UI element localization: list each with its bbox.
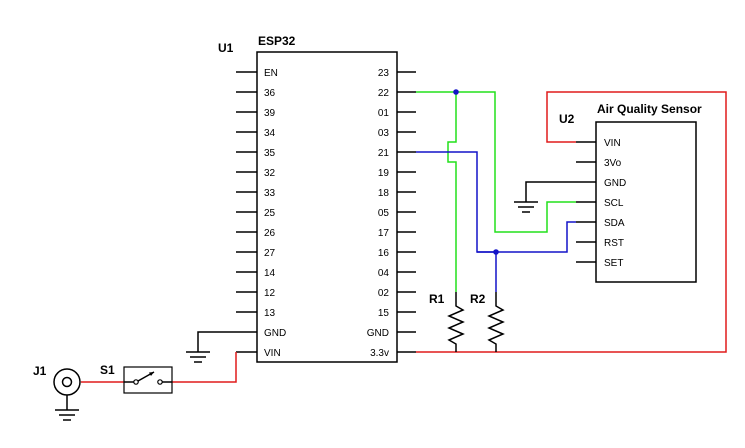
esp32-pin-label-16: 16: [378, 248, 390, 259]
esp32-pin-label-21: 21: [378, 148, 390, 159]
esp32-pin-label-04: 04: [378, 268, 390, 279]
esp32-ground: [186, 331, 236, 363]
esp32-pin-label-39: 39: [264, 108, 276, 119]
switch-contact-icon: [157, 379, 163, 385]
esp32-pin-label-17: 17: [378, 228, 390, 239]
sensor-pin-label-3vo: 3Vo: [604, 158, 622, 169]
switch-contact-icon: [133, 379, 139, 385]
esp32-pin-label-27: 27: [264, 248, 276, 259]
r1-zigzag: [447, 292, 465, 352]
dc-jack-j1: J1: [33, 364, 81, 421]
esp32-pin-label-12: 12: [264, 288, 276, 299]
power-3v3-wire: [416, 91, 727, 353]
esp32-pin-label-25: 25: [264, 208, 276, 219]
sda-junction-dot: [493, 249, 499, 255]
j1-label: J1: [33, 364, 47, 378]
jack-center-pin-icon: [61, 376, 73, 388]
esp32-pin-label-gnd: GND: [264, 328, 286, 339]
esp32-pin-label-01: 01: [378, 108, 390, 119]
scl-wire-to-r1: [447, 92, 457, 292]
resistor-r1: R1: [429, 292, 465, 352]
esp32-pin-label-02: 02: [378, 288, 390, 299]
power-vin-wire: [172, 352, 237, 383]
sensor-pin-label-sda: SDA: [604, 218, 625, 229]
sensor-pin-label-vin: VIN: [604, 138, 621, 149]
esp32-pin-label-03: 03: [378, 128, 390, 139]
esp32-pin-label-05: 05: [378, 208, 390, 219]
switch-body: [123, 366, 173, 394]
switch-s1: S1: [100, 363, 173, 394]
scl-junction-dot: [453, 89, 459, 95]
esp32-pin-label-32: 32: [264, 168, 276, 179]
sda-net: [416, 151, 576, 292]
u2-ref-label: U2: [559, 112, 575, 126]
switch-arrow-icon: [149, 372, 154, 376]
sensor-pin-label-set: SET: [604, 258, 623, 269]
r1-label: R1: [429, 292, 445, 306]
resistor-r2: R2: [470, 292, 505, 352]
esp32-pin-label-vin: VIN: [264, 348, 281, 359]
sda-wire-to-sensor: [416, 151, 576, 253]
sensor-ground-wire: [525, 181, 576, 202]
sda-wire-to-r2: [477, 251, 497, 292]
u2-name-label: Air Quality Sensor: [597, 102, 702, 116]
sensor-pin-label-rst: RST: [604, 238, 624, 249]
scl-wire-to-sensor: [416, 91, 576, 233]
s1-label: S1: [100, 363, 115, 377]
esp32-pin-label-18: 18: [378, 188, 390, 199]
esp32-pin-label-gnd: GND: [367, 328, 389, 339]
esp32-pin-label-33: 33: [264, 188, 276, 199]
esp32-pin-label-15: 15: [378, 308, 390, 319]
sensor-pin-label-gnd: GND: [604, 178, 626, 189]
u1-name-label: ESP32: [258, 34, 296, 48]
r2-label: R2: [470, 292, 486, 306]
esp32-pin-label-36: 36: [264, 88, 276, 99]
esp32-pin-label-35: 35: [264, 148, 276, 159]
esp32-pin-label-en: EN: [264, 68, 278, 79]
esp32-pin-label-3-3v: 3.3v: [370, 348, 389, 359]
esp32-pin-label-14: 14: [264, 268, 276, 279]
esp32-pin-label-23: 23: [378, 68, 390, 79]
u1-ref-label: U1: [218, 41, 234, 55]
esp32-pin-label-26: 26: [264, 228, 276, 239]
esp32-pin-label-22: 22: [378, 88, 390, 99]
r2-zigzag: [487, 292, 505, 352]
esp32-pin-label-13: 13: [264, 308, 276, 319]
esp32-pin-label-34: 34: [264, 128, 276, 139]
sensor-pin-label-scl: SCL: [604, 198, 624, 209]
sensor-ground: [514, 181, 576, 213]
power-net: [81, 91, 727, 383]
esp32-pin-label-19: 19: [378, 168, 390, 179]
esp32-ground-wire: [197, 331, 236, 352]
sensor-body: [595, 121, 697, 283]
esp32-body: [256, 51, 398, 363]
